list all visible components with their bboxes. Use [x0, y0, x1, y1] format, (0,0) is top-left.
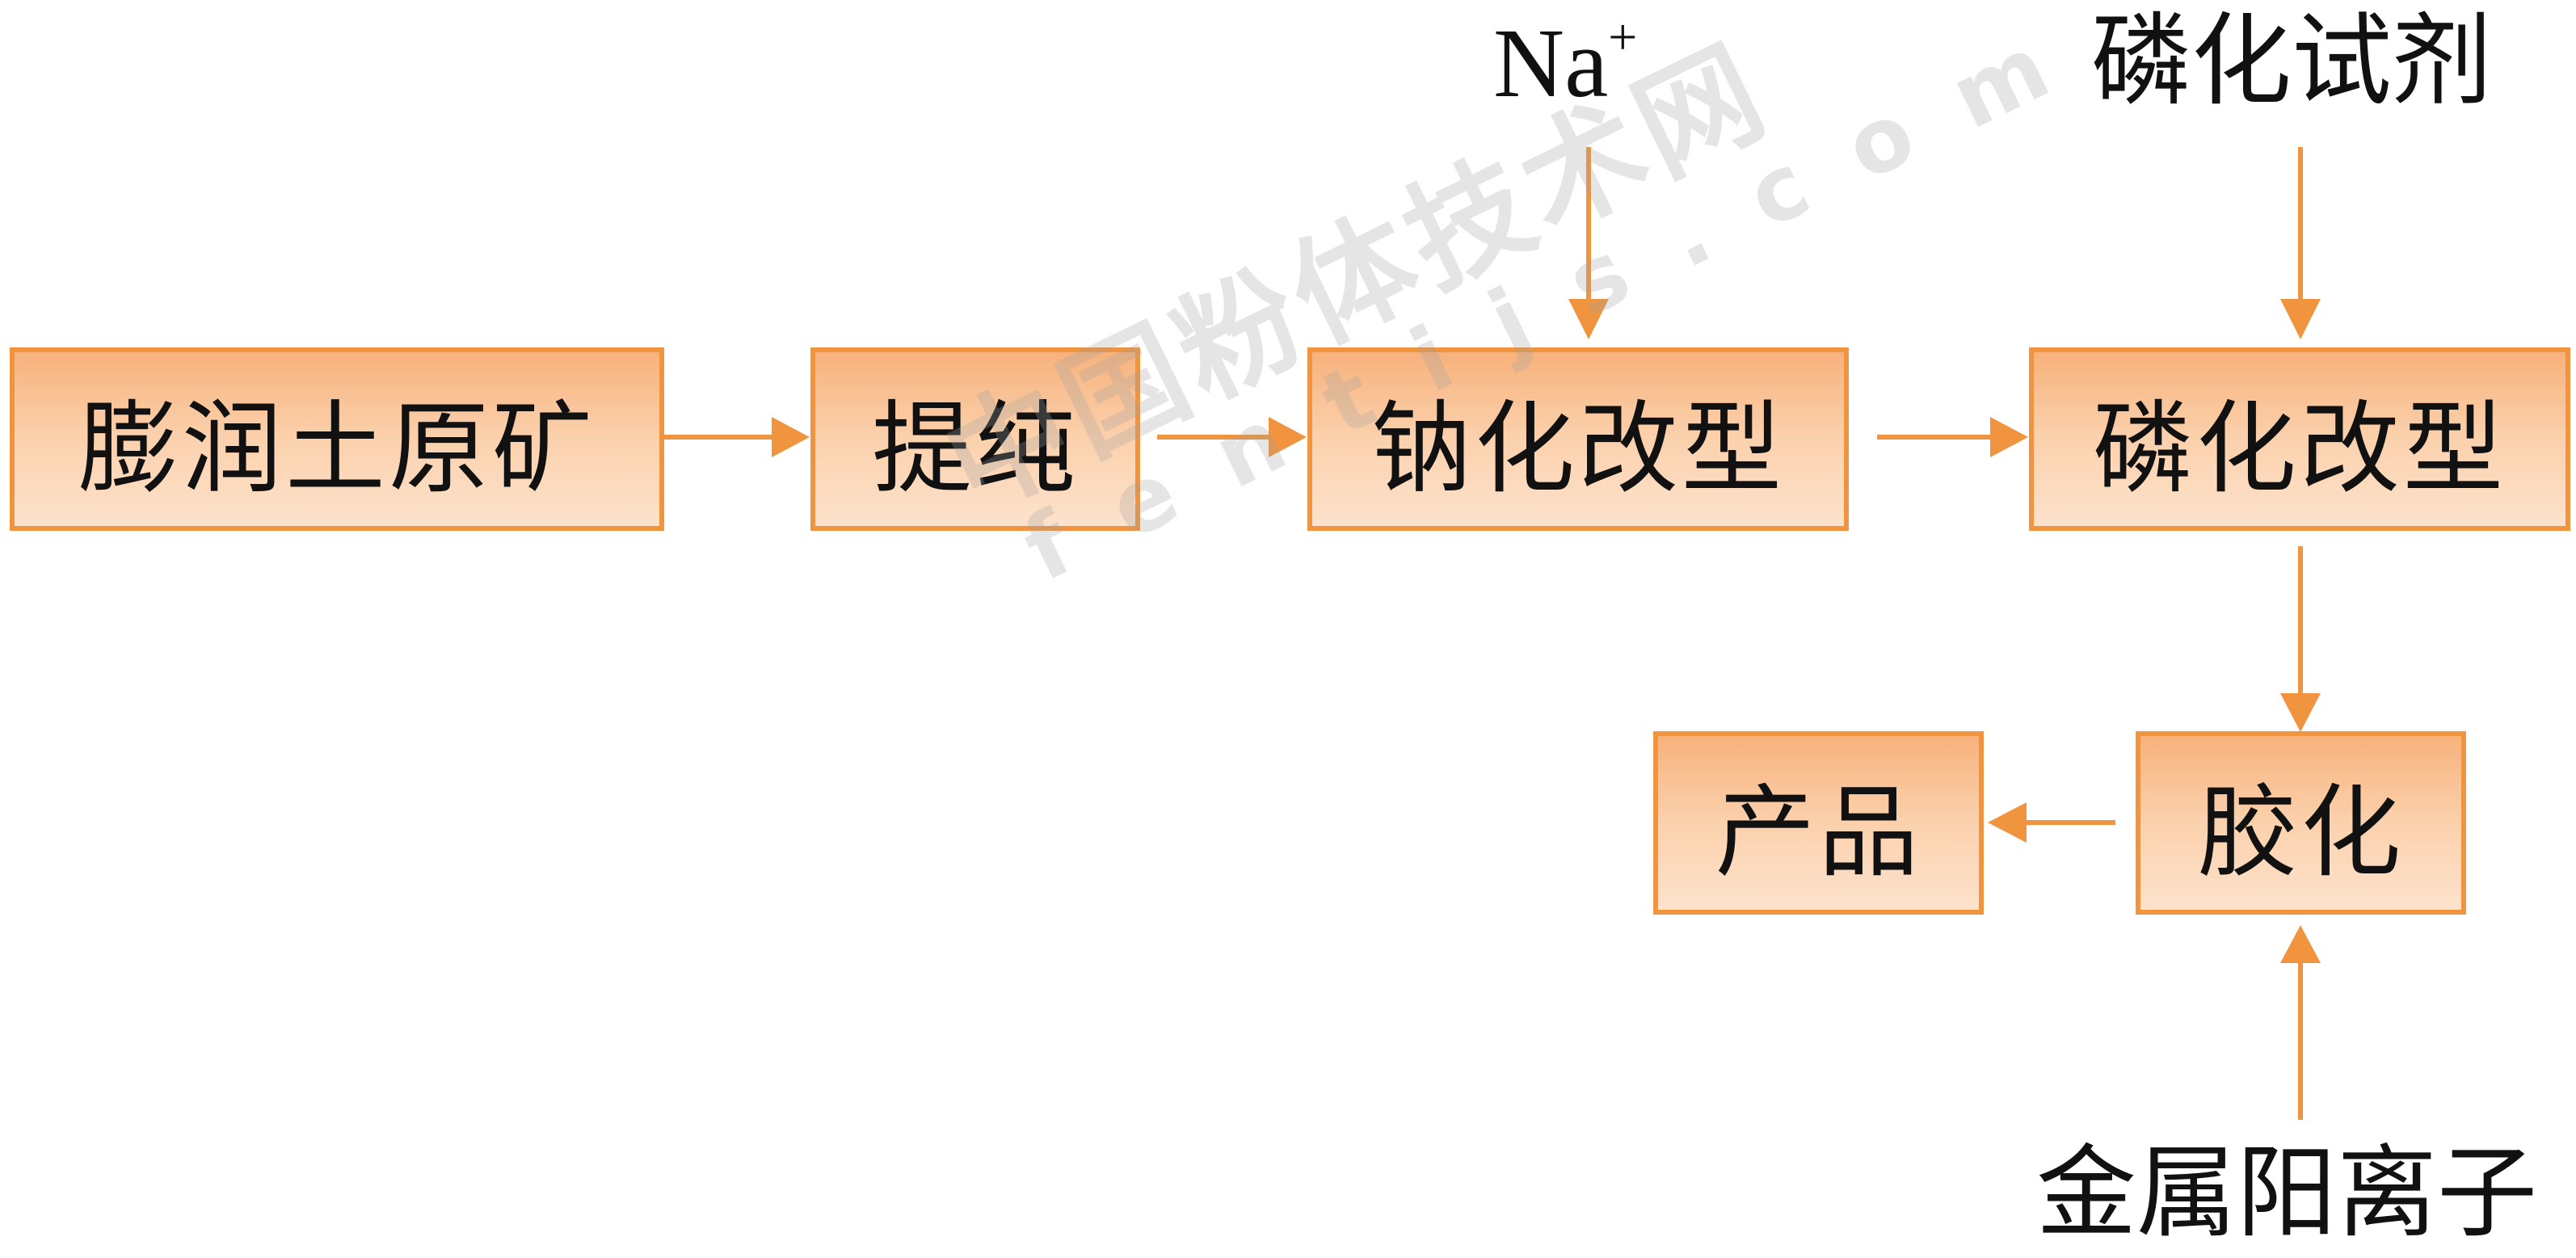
arrowhead-metal-to-gel [2280, 925, 2321, 963]
input-phosphorus-reagent-label: 磷化试剂 [2091, 3, 2493, 120]
node-phosphorus-modification-label: 磷化改型 [2092, 390, 2507, 507]
node-gelation-label: 胶化 [2197, 774, 2405, 891]
node-raw-ore: 膨润土原矿 [10, 347, 664, 531]
arrowhead-ore-to-purify [772, 417, 810, 457]
node-purify-label: 提纯 [871, 390, 1079, 507]
input-sodium-ion: Na+ [1493, 11, 1637, 113]
node-purify: 提纯 [810, 347, 1140, 531]
arrowhead-gel-to-product [1988, 802, 2027, 843]
arrowhead-phos-to-gel [2280, 693, 2321, 732]
input-metal-cation-label: 金属阳离子 [2036, 1135, 2538, 1252]
node-raw-ore-label: 膨润土原矿 [78, 390, 596, 507]
node-phosphorus-modification: 磷化改型 [2029, 347, 2570, 531]
node-gelation: 胶化 [2136, 731, 2466, 915]
arrowhead-purify-to-sodium [1269, 417, 1307, 457]
input-sodium-ion-charge: + [1608, 8, 1638, 65]
node-sodium-modification: 钠化改型 [1307, 347, 1849, 531]
node-product-label: 产品 [1715, 774, 1922, 891]
input-metal-cation: 金属阳离子 [2036, 1143, 2537, 1243]
input-sodium-ion-symbol: Na [1493, 9, 1609, 118]
arrowhead-na-to-sodium [1568, 299, 1609, 339]
node-product: 产品 [1653, 731, 1984, 915]
arrowhead-sodium-to-phos [1990, 417, 2028, 457]
arrowhead-reagent-to-phos [2280, 299, 2321, 339]
input-phosphorus-reagent: 磷化试剂 [2091, 11, 2492, 111]
node-sodium-modification-label: 钠化改型 [1370, 390, 1785, 507]
